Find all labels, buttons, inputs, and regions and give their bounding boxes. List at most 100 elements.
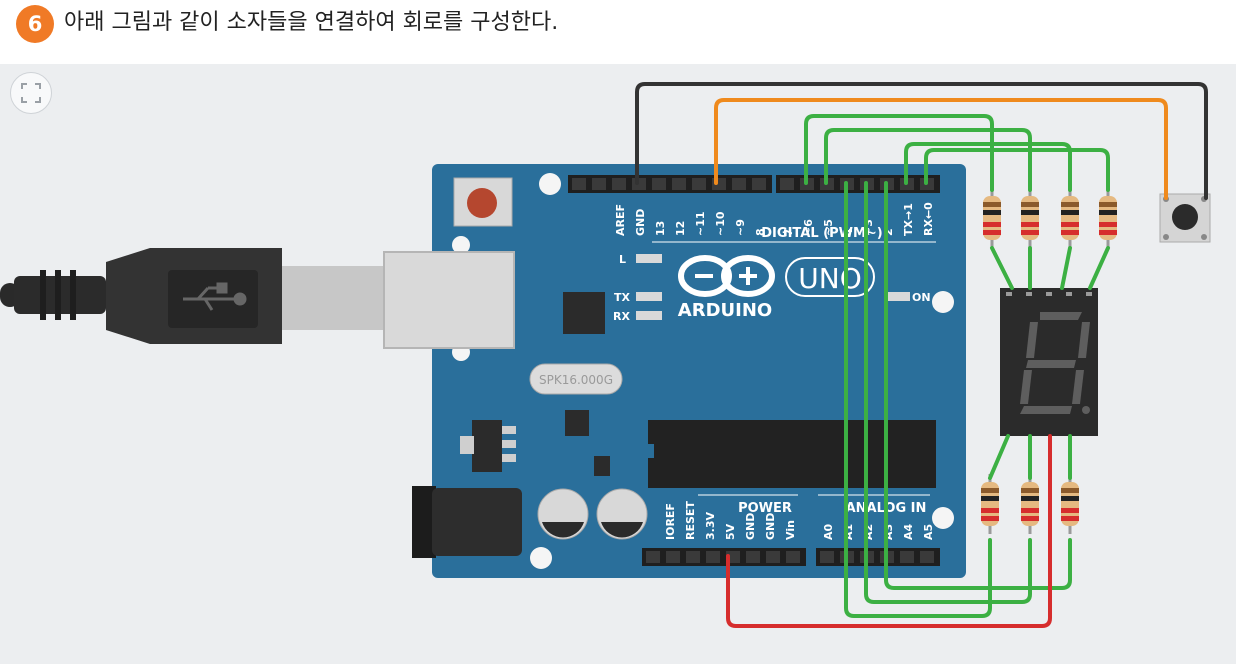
pin-label: 8 bbox=[754, 228, 767, 236]
pin-label: A4 bbox=[902, 523, 915, 540]
resistor[interactable] bbox=[1021, 188, 1039, 248]
led-tx: TX bbox=[614, 291, 662, 304]
digital-pin-labels-right: 7 ~6 ~5 4 ~3 2 TX→1 RX←0 bbox=[782, 202, 935, 236]
header-pin-socket[interactable] bbox=[732, 178, 746, 190]
resistor[interactable] bbox=[1099, 188, 1117, 248]
pin-label: GND bbox=[634, 209, 647, 236]
pin-label: A1 bbox=[842, 524, 855, 540]
arduino-uno-board[interactable]: SPK16.000G bbox=[383, 164, 966, 578]
pin-label: A2 bbox=[862, 524, 875, 540]
led-on: ON bbox=[886, 291, 931, 304]
pin-label: ~5 bbox=[822, 219, 835, 236]
wire-black-gnd[interactable] bbox=[635, 82, 1208, 200]
pin-label: GND bbox=[744, 513, 757, 540]
brand-text: ARDUINO bbox=[678, 300, 772, 321]
pin-label: 2 bbox=[882, 228, 895, 236]
pin-label: TX→1 bbox=[902, 203, 915, 236]
pin-label: 13 bbox=[654, 221, 667, 236]
pin-label: ~6 bbox=[802, 219, 815, 236]
resistor[interactable] bbox=[1061, 474, 1079, 534]
resistor[interactable] bbox=[981, 474, 999, 534]
wire-green-pin2[interactable] bbox=[884, 181, 1072, 590]
header-pin-socket[interactable] bbox=[900, 551, 914, 563]
header-pin-socket[interactable] bbox=[780, 178, 794, 190]
push-button[interactable] bbox=[1159, 193, 1211, 243]
dc-power-jack[interactable] bbox=[412, 486, 522, 558]
wire-green-pin4[interactable] bbox=[844, 181, 992, 618]
resistor[interactable] bbox=[1021, 474, 1039, 534]
header-pin-socket[interactable] bbox=[672, 178, 686, 190]
seven-segment-display[interactable] bbox=[1000, 288, 1098, 436]
pin-label: IOREF bbox=[664, 503, 677, 540]
svg-text:L: L bbox=[619, 253, 626, 266]
usb-symbol-icon bbox=[183, 282, 247, 311]
model-text: UNO bbox=[798, 262, 861, 295]
led-rx: RX bbox=[613, 310, 662, 323]
usb-port bbox=[383, 251, 515, 349]
header-pin-socket[interactable] bbox=[592, 178, 606, 190]
digital-header-right[interactable] bbox=[776, 175, 940, 193]
pin-label: AREF bbox=[614, 204, 627, 236]
capacitor-2 bbox=[596, 488, 648, 540]
crystal-label: SPK16.000G bbox=[539, 373, 613, 387]
reset-button[interactable] bbox=[453, 177, 513, 227]
circuit-diagram: SPK16.000G bbox=[0, 82, 1211, 628]
pin-label: ~3 bbox=[862, 219, 875, 236]
wire-green-pin5[interactable] bbox=[824, 128, 1032, 192]
pin-label: A0 bbox=[822, 523, 835, 540]
pin-label: 5V bbox=[724, 523, 737, 540]
usb-chip bbox=[563, 292, 605, 334]
header-pin-socket[interactable] bbox=[820, 551, 834, 563]
atmega-chip bbox=[648, 420, 936, 488]
header-pin-socket[interactable] bbox=[766, 551, 780, 563]
arduino-logo: ARDUINO bbox=[678, 255, 775, 321]
header-pin-socket[interactable] bbox=[686, 551, 700, 563]
power-label: POWER bbox=[738, 501, 792, 516]
header-pin-socket[interactable] bbox=[572, 178, 586, 190]
pin-label: A5 bbox=[922, 524, 935, 540]
pin-label: RX←0 bbox=[922, 202, 935, 236]
pin-label: 7 bbox=[782, 228, 795, 236]
capacitor-1 bbox=[537, 488, 589, 540]
expand-corners-icon bbox=[21, 83, 41, 103]
wire-green-pin6[interactable] bbox=[804, 114, 994, 192]
svg-text:RX: RX bbox=[613, 310, 630, 323]
pin-label: Vin bbox=[784, 520, 797, 540]
header-pin-socket[interactable] bbox=[666, 551, 680, 563]
header-pin-socket[interactable] bbox=[746, 551, 760, 563]
pin-label: ~10 bbox=[714, 211, 727, 236]
header-pin-socket[interactable] bbox=[706, 551, 720, 563]
pin-label: A3 bbox=[882, 524, 895, 540]
wire-orange-pin10[interactable] bbox=[714, 98, 1168, 200]
digital-header-label: DIGITAL (PWM~) bbox=[761, 226, 882, 241]
fullscreen-button[interactable] bbox=[10, 72, 52, 114]
header-pin-socket[interactable] bbox=[612, 178, 626, 190]
analog-header[interactable] bbox=[816, 548, 940, 566]
header-pin-socket[interactable] bbox=[652, 178, 666, 190]
instruction-text: 아래 그림과 같이 소자들을 연결하여 회로를 구성한다. bbox=[64, 10, 559, 35]
pin-label: GND bbox=[764, 513, 777, 540]
svg-text:TX: TX bbox=[614, 291, 631, 304]
resistor[interactable] bbox=[1061, 188, 1079, 248]
header-pin-socket[interactable] bbox=[920, 551, 934, 563]
wire-green-pin0[interactable] bbox=[924, 148, 1110, 192]
wire-red-5v[interactable] bbox=[726, 434, 1052, 628]
digital-header-left[interactable] bbox=[568, 175, 772, 193]
crystal-oscillator bbox=[529, 363, 623, 395]
svg-text:ON: ON bbox=[912, 291, 931, 304]
resistor-group bbox=[981, 188, 1117, 534]
step-number-badge: 6 bbox=[16, 5, 54, 43]
header-pin-socket[interactable] bbox=[692, 178, 706, 190]
pin-label: 4 bbox=[842, 228, 855, 236]
header-pin-socket[interactable] bbox=[752, 178, 766, 190]
led-l: L bbox=[619, 253, 662, 266]
power-header[interactable] bbox=[642, 548, 806, 566]
uno-logo: UNO bbox=[785, 257, 875, 297]
wire-green-pin3[interactable] bbox=[864, 181, 1032, 604]
circuit-canvas[interactable]: SPK16.000G bbox=[0, 64, 1236, 664]
header-pin-socket[interactable] bbox=[786, 551, 800, 563]
resistor[interactable] bbox=[983, 188, 1001, 248]
header-pin-socket[interactable] bbox=[646, 551, 660, 563]
